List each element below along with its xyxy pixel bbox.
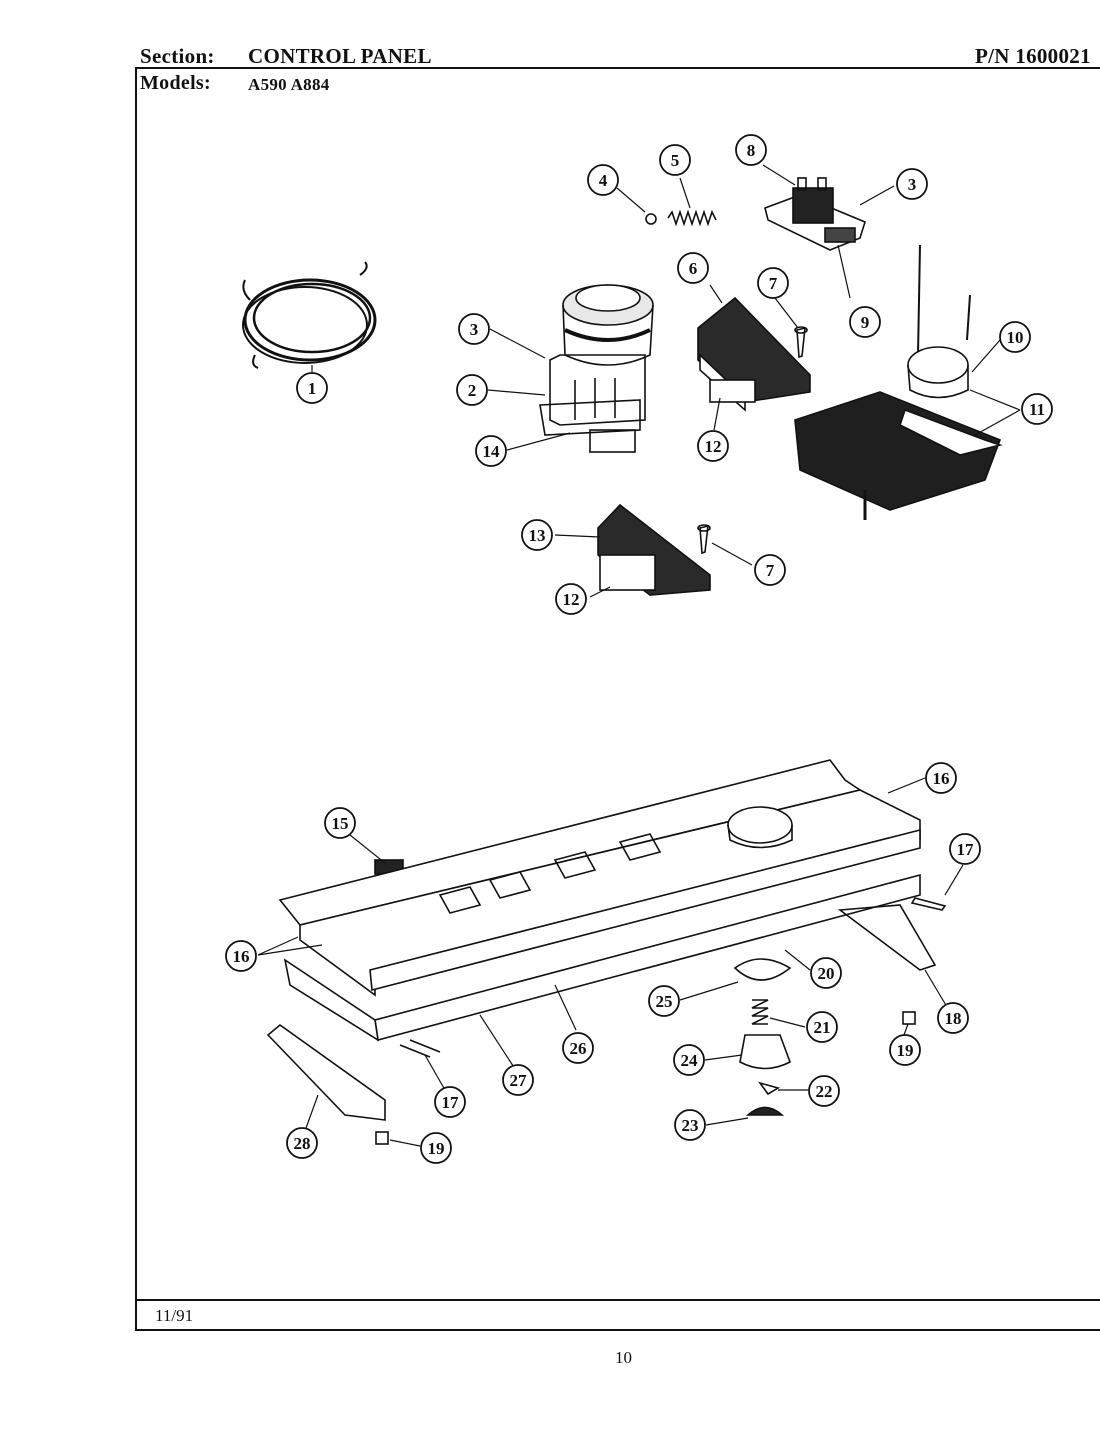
button-bank-lower bbox=[597, 503, 711, 596]
screw-part-upper bbox=[794, 326, 808, 359]
callout-20: 20 bbox=[818, 964, 835, 983]
callout-8: 8 bbox=[747, 141, 756, 160]
callout-12-upper: 12 bbox=[705, 437, 722, 456]
bottom-border bbox=[136, 1329, 1100, 1331]
part-number: P/N 1600021 bbox=[975, 44, 1091, 68]
wire-harness-part bbox=[242, 261, 377, 369]
button-bank-upper bbox=[697, 296, 811, 412]
knob-assembly bbox=[733, 958, 792, 1116]
header-rule bbox=[136, 67, 1100, 69]
control-panel-frame bbox=[278, 759, 937, 1042]
models-list: A590 A884 bbox=[248, 75, 330, 94]
page-number: 10 bbox=[615, 1348, 632, 1367]
ring-part bbox=[645, 213, 657, 225]
callout-21: 21 bbox=[814, 1018, 831, 1037]
revision-date: 11/91 bbox=[155, 1306, 194, 1325]
screw-part-17-left bbox=[399, 1039, 441, 1058]
callout-16-right: 16 bbox=[933, 769, 950, 788]
end-bracket-part bbox=[266, 1023, 386, 1121]
callout-10: 10 bbox=[1007, 328, 1024, 347]
callout-24: 24 bbox=[681, 1051, 699, 1070]
callout-17-left: 17 bbox=[442, 1093, 460, 1112]
callout-16-left: 16 bbox=[233, 947, 250, 966]
left-border bbox=[135, 67, 137, 1331]
callout-7-upper: 7 bbox=[769, 274, 778, 293]
callout-1: 1 bbox=[308, 379, 317, 398]
callout-9: 9 bbox=[861, 313, 870, 332]
callout-14: 14 bbox=[483, 442, 501, 461]
callout-19-right: 19 bbox=[897, 1041, 914, 1060]
callout-25: 25 bbox=[656, 992, 673, 1011]
section-label: Section: bbox=[140, 44, 215, 68]
callout-12-lower: 12 bbox=[563, 590, 580, 609]
relay-part bbox=[764, 177, 866, 251]
section-title: CONTROL PANEL bbox=[248, 44, 432, 68]
callout-5: 5 bbox=[671, 151, 680, 170]
callout-15: 15 bbox=[332, 814, 349, 833]
callout-7-lower: 7 bbox=[766, 561, 775, 580]
models-label: Models: bbox=[140, 72, 211, 94]
clip-part-right bbox=[902, 1011, 916, 1025]
callout-3-switch: 3 bbox=[470, 320, 479, 339]
callout-3-relay: 3 bbox=[908, 175, 917, 194]
timer-part bbox=[794, 244, 1003, 520]
callout-26: 26 bbox=[570, 1039, 587, 1058]
callout-17-right: 17 bbox=[957, 840, 975, 859]
callout-22: 22 bbox=[816, 1082, 833, 1101]
callout-13: 13 bbox=[529, 526, 546, 545]
push-switch-part bbox=[539, 284, 654, 453]
callout-27: 27 bbox=[510, 1071, 528, 1090]
callout-18: 18 bbox=[945, 1009, 962, 1028]
callout-19-left: 19 bbox=[428, 1139, 445, 1158]
callout-28: 28 bbox=[294, 1134, 311, 1153]
spring-part bbox=[667, 209, 717, 227]
screw-part-lower bbox=[697, 524, 711, 555]
callout-11: 11 bbox=[1029, 400, 1045, 419]
callout-23: 23 bbox=[682, 1116, 699, 1135]
screw-part-17-right bbox=[910, 897, 947, 911]
callout-6: 6 bbox=[689, 259, 698, 278]
clip-part-left bbox=[375, 1131, 389, 1145]
footer-rule bbox=[136, 1299, 1100, 1301]
callout-2: 2 bbox=[468, 381, 477, 400]
callout-4: 4 bbox=[599, 171, 608, 190]
